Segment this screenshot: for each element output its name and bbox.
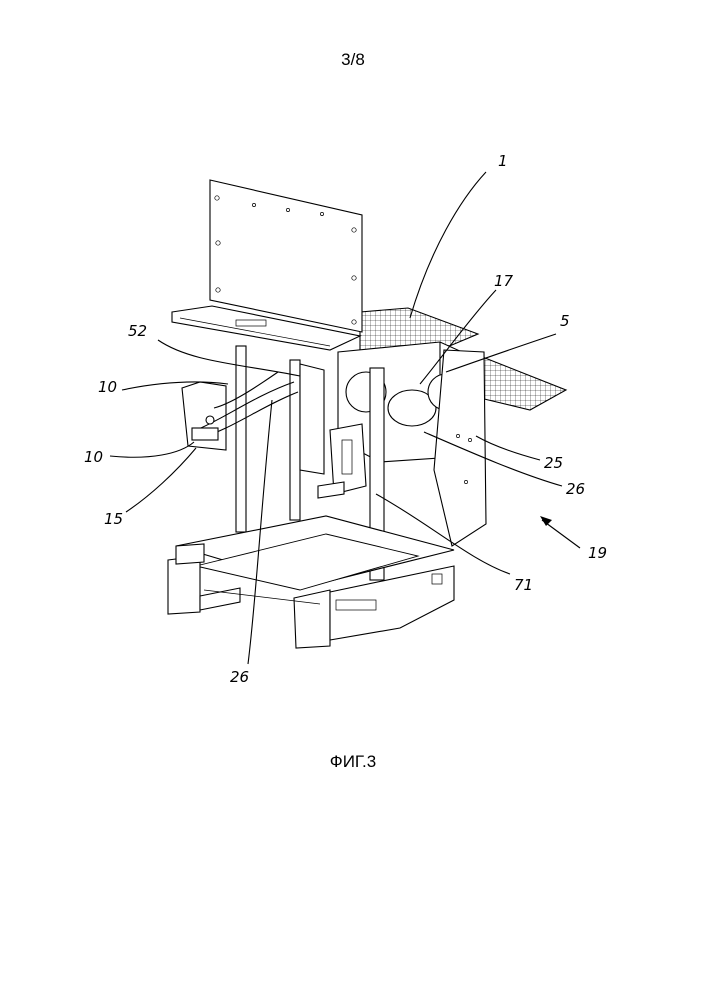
central-latch: [318, 424, 366, 498]
figure-caption: ФИГ.3: [0, 752, 706, 772]
numeral-5: 5: [560, 312, 570, 330]
numeral-52: 52: [128, 322, 147, 340]
numeral-1: 1: [498, 152, 508, 170]
numeral-71: 71: [514, 576, 533, 594]
numeral-26-left: 26: [230, 668, 249, 686]
base-frame: [168, 516, 454, 648]
numeral-19: 19: [588, 544, 607, 562]
numeral-10-upper: 10: [98, 378, 117, 396]
numeral-25: 25: [544, 454, 563, 472]
numeral-17: 17: [494, 272, 514, 290]
left-posts: [236, 346, 324, 532]
numeral-26-right: 26: [566, 480, 585, 498]
rear-grated-cover: [480, 356, 566, 410]
upright-back-plate: [210, 180, 362, 332]
numeral-10-lower: 10: [84, 448, 103, 466]
numeral-15: 15: [104, 510, 123, 528]
